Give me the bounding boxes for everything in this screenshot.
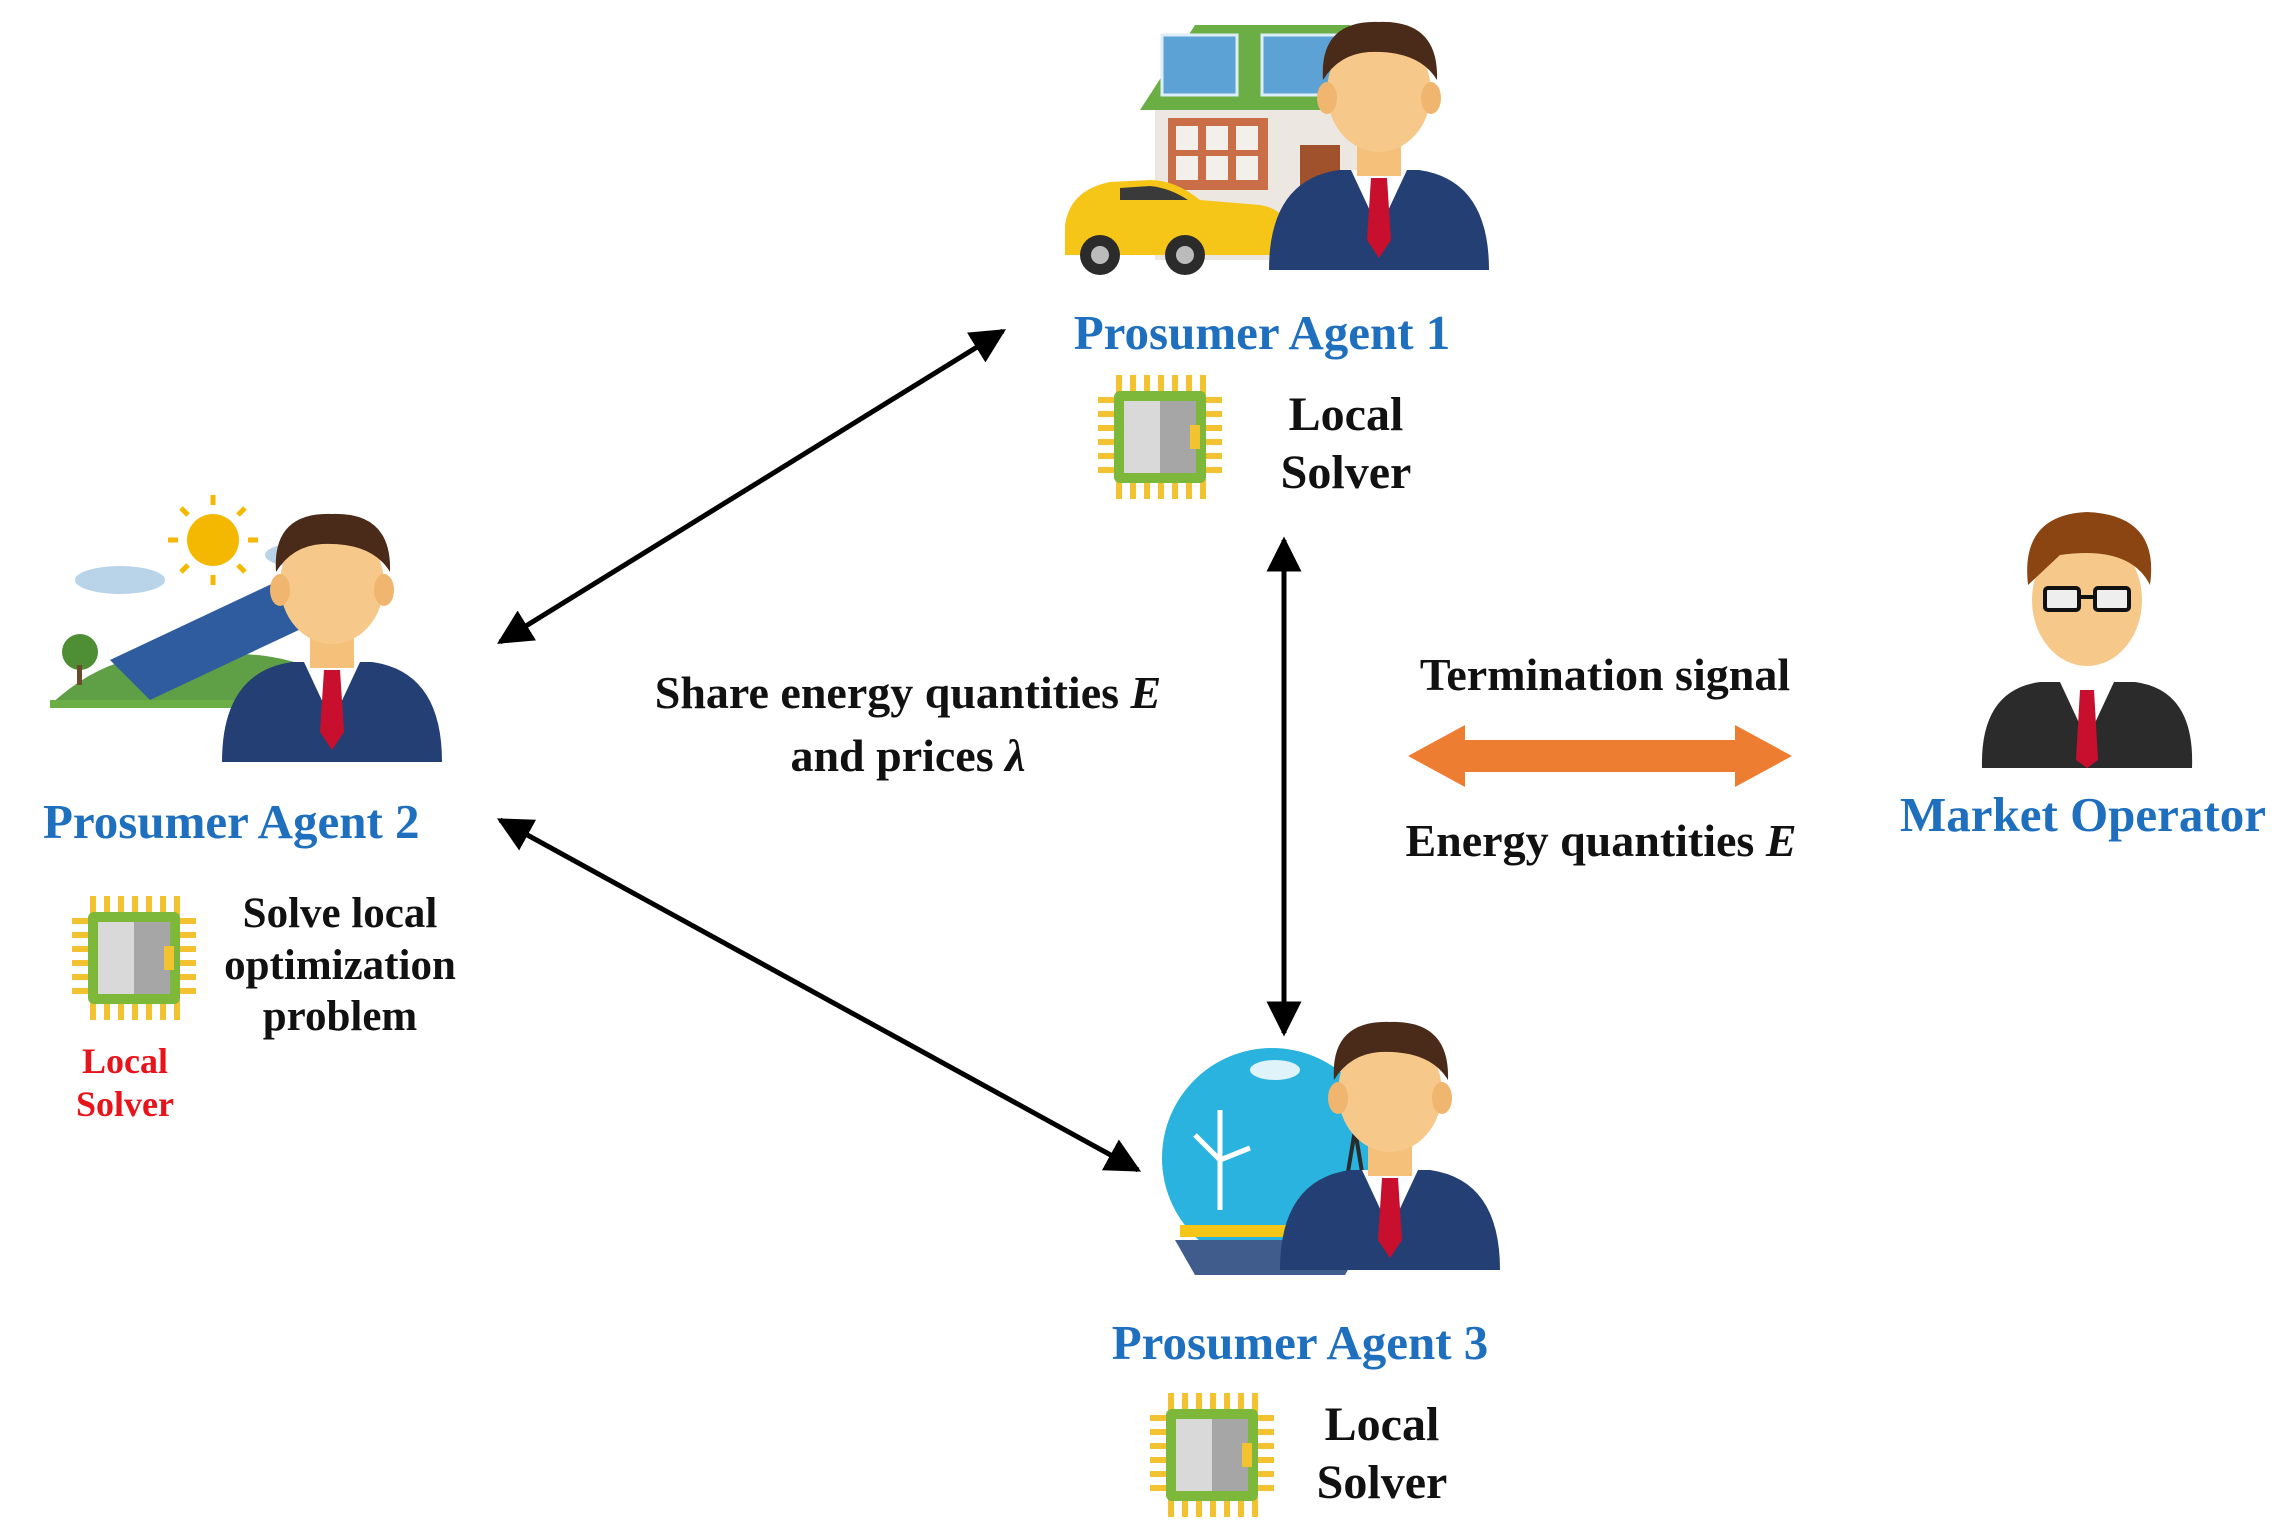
chip-icon-agent1 xyxy=(1098,375,1222,499)
arrow-agent2-agent1 xyxy=(497,328,1006,645)
agent3-name: Prosumer Agent 3 xyxy=(1111,1315,1489,1370)
wind-grid-person-icon xyxy=(1162,1021,1500,1275)
chip-icon-agent2 xyxy=(72,896,196,1020)
termination-signal-label: Termination signal xyxy=(1419,649,1791,700)
share-message-line1: Share energy quantities E xyxy=(654,667,1162,718)
agent3-solver-label: Local Solver xyxy=(1316,1398,1448,1509)
chip-icon-agent3 xyxy=(1150,1393,1274,1517)
agent2-name: Prosumer Agent 2 xyxy=(43,794,420,849)
operator-person-icon xyxy=(1981,512,2193,768)
solar-farm-person-icon xyxy=(50,495,442,762)
energy-quantities-label: Energy quantities E xyxy=(1405,815,1797,866)
agent2-solver-label: Solve local optimization problem xyxy=(224,890,456,1041)
share-message-line2: and prices λ xyxy=(790,730,1026,781)
operator-name: Market Operator xyxy=(1900,787,2266,842)
arrow-operator-exchange xyxy=(1408,725,1792,787)
agent1-name: Prosumer Agent 1 xyxy=(1073,305,1451,360)
agent2-solver-caption: Local Solver xyxy=(76,1041,174,1125)
house-solar-car-person-icon xyxy=(1065,21,1489,275)
agent1-solver-label: Local Solver xyxy=(1280,388,1412,499)
arrow-agent2-agent3 xyxy=(496,817,1142,1173)
